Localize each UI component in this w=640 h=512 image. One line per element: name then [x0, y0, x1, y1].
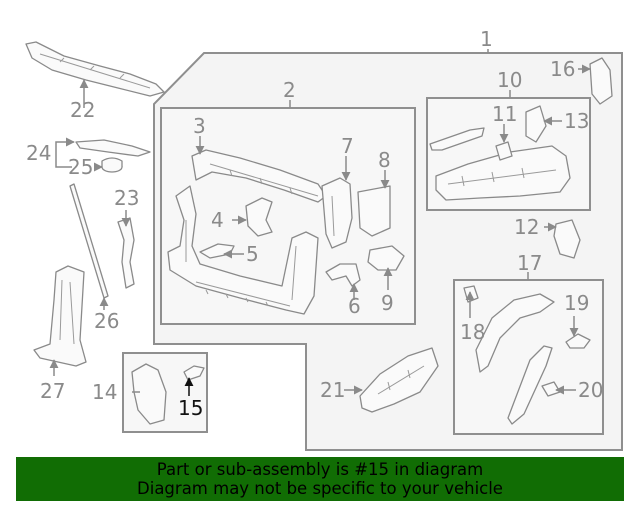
part-8-shape [357, 185, 391, 237]
part-27-shape [33, 265, 87, 367]
callout-15: 15 [178, 396, 203, 420]
callout-25: 25 [68, 155, 93, 179]
part-14-shape [131, 363, 167, 425]
part-10-rail-shape [429, 127, 485, 151]
banner-line-part: Part or sub-assembly is #15 in diagram [156, 460, 484, 479]
callout-26: 26 [94, 309, 119, 333]
callout-4: 4 [211, 208, 224, 232]
part-24-shape [75, 139, 151, 157]
callout-3: 3 [193, 114, 206, 138]
callout-1: 1 [480, 27, 493, 51]
leader-lines [49, 49, 591, 396]
part-9-shape [367, 245, 405, 271]
callout-12: 12 [514, 215, 539, 239]
part-23-shape [117, 217, 135, 289]
callout-2: 2 [283, 78, 296, 102]
callout-16: 16 [550, 57, 575, 81]
part-22-shape [25, 41, 165, 97]
callout-9: 9 [381, 291, 394, 315]
callout-17: 17 [517, 251, 542, 275]
callout-7: 7 [341, 134, 354, 158]
part-11-shape [495, 141, 513, 161]
callout-22: 22 [70, 98, 95, 122]
part-26-shape [69, 183, 109, 299]
callout-23: 23 [114, 186, 139, 210]
part-16-shape [589, 57, 613, 105]
part-17-shape [475, 293, 555, 425]
callout-20: 20 [578, 378, 603, 402]
part-4-shape [245, 197, 273, 237]
part-25-shape [101, 157, 123, 173]
banner-line-disclaimer: Diagram may not be specific to your vehi… [137, 479, 503, 498]
callout-5: 5 [246, 242, 259, 266]
callout-27: 27 [40, 379, 65, 403]
callout-8: 8 [378, 148, 391, 172]
part-3-shape [191, 149, 327, 203]
callout-6: 6 [348, 294, 361, 318]
part-13-shape [525, 105, 547, 143]
callout-11: 11 [492, 102, 517, 126]
parts-diagram: 1 2 3 4 5 6 7 8 9 10 11 12 13 14 15 16 1… [25, 27, 623, 451]
callout-24: 24 [26, 141, 51, 165]
part-6-shape [325, 263, 361, 287]
part-21-shape [359, 347, 439, 413]
callout-21: 21 [320, 378, 345, 402]
callout-10: 10 [497, 68, 522, 92]
callout-14: 14 [92, 380, 117, 404]
radiator-support-frame [167, 185, 319, 315]
part-12-shape [553, 219, 581, 259]
callout-18: 18 [460, 320, 485, 344]
info-banner: Part or sub-assembly is #15 in diagram D… [16, 457, 624, 501]
callout-13: 13 [564, 109, 589, 133]
callout-19: 19 [564, 291, 589, 315]
